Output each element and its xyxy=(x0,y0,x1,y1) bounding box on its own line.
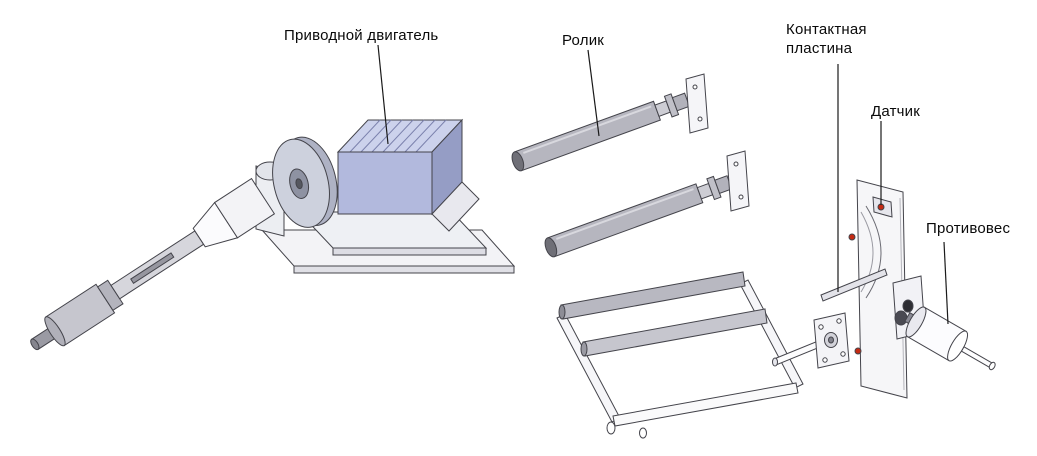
bracket-hole xyxy=(738,194,744,200)
pivot-hub xyxy=(894,310,908,326)
flywheel-disc xyxy=(272,136,338,228)
plate-boss-hole xyxy=(828,336,834,344)
bracket-hole xyxy=(692,84,698,90)
motor-fins xyxy=(349,119,447,153)
label-drive-motor: Приводной двигатель xyxy=(284,27,439,44)
support-frame xyxy=(556,271,804,439)
motor-upper-base-edge xyxy=(332,247,487,256)
leader-drive-motor xyxy=(377,44,389,145)
tube-end xyxy=(580,341,588,357)
frame-bottom-rail xyxy=(612,382,799,427)
motor-foot-bracket xyxy=(431,181,480,232)
motor-base-edge xyxy=(293,265,515,274)
leader-counterweight xyxy=(943,241,949,325)
leader-roller xyxy=(587,49,600,137)
frame-right-rail xyxy=(739,279,804,389)
leader-lines xyxy=(377,44,949,325)
roller-1-bracket xyxy=(685,73,709,134)
sensor-plate xyxy=(856,179,908,399)
red-marker xyxy=(854,347,862,355)
bracket-shaft-hole xyxy=(902,299,914,313)
frame-tube-2 xyxy=(582,308,768,357)
plate-hole xyxy=(840,351,846,357)
plate-slot-curve xyxy=(865,205,882,299)
red-marker xyxy=(848,233,856,241)
contact-plate-bar xyxy=(820,268,888,302)
counterweight xyxy=(904,306,996,371)
roller-1 xyxy=(511,92,691,172)
frame-tube-1 xyxy=(560,271,746,320)
label-sensor: Датчик xyxy=(871,103,920,120)
axle-end xyxy=(772,357,778,367)
roller-2 xyxy=(544,175,733,258)
frame-foot xyxy=(639,427,647,439)
tube-end xyxy=(558,304,566,320)
plate-hole xyxy=(822,357,828,363)
bracket-hole xyxy=(733,161,739,167)
frame-foot xyxy=(606,421,616,435)
bracket-hole xyxy=(697,116,703,122)
plate-hole xyxy=(818,324,824,330)
drive-shaft xyxy=(30,177,276,351)
label-roller: Ролик xyxy=(562,32,605,49)
roller-group xyxy=(511,73,750,258)
label-counterweight: Противовес xyxy=(926,220,1011,237)
drive-motor-assembly xyxy=(30,118,516,351)
sensor-assembly xyxy=(772,179,996,399)
motor-front-face xyxy=(337,151,433,215)
frame-left-rail xyxy=(556,313,621,423)
label-contact-plate: Контактная пластина xyxy=(786,21,867,57)
roller-2-bracket xyxy=(726,150,750,212)
motor-body xyxy=(336,118,464,216)
plate-hole xyxy=(836,318,842,324)
